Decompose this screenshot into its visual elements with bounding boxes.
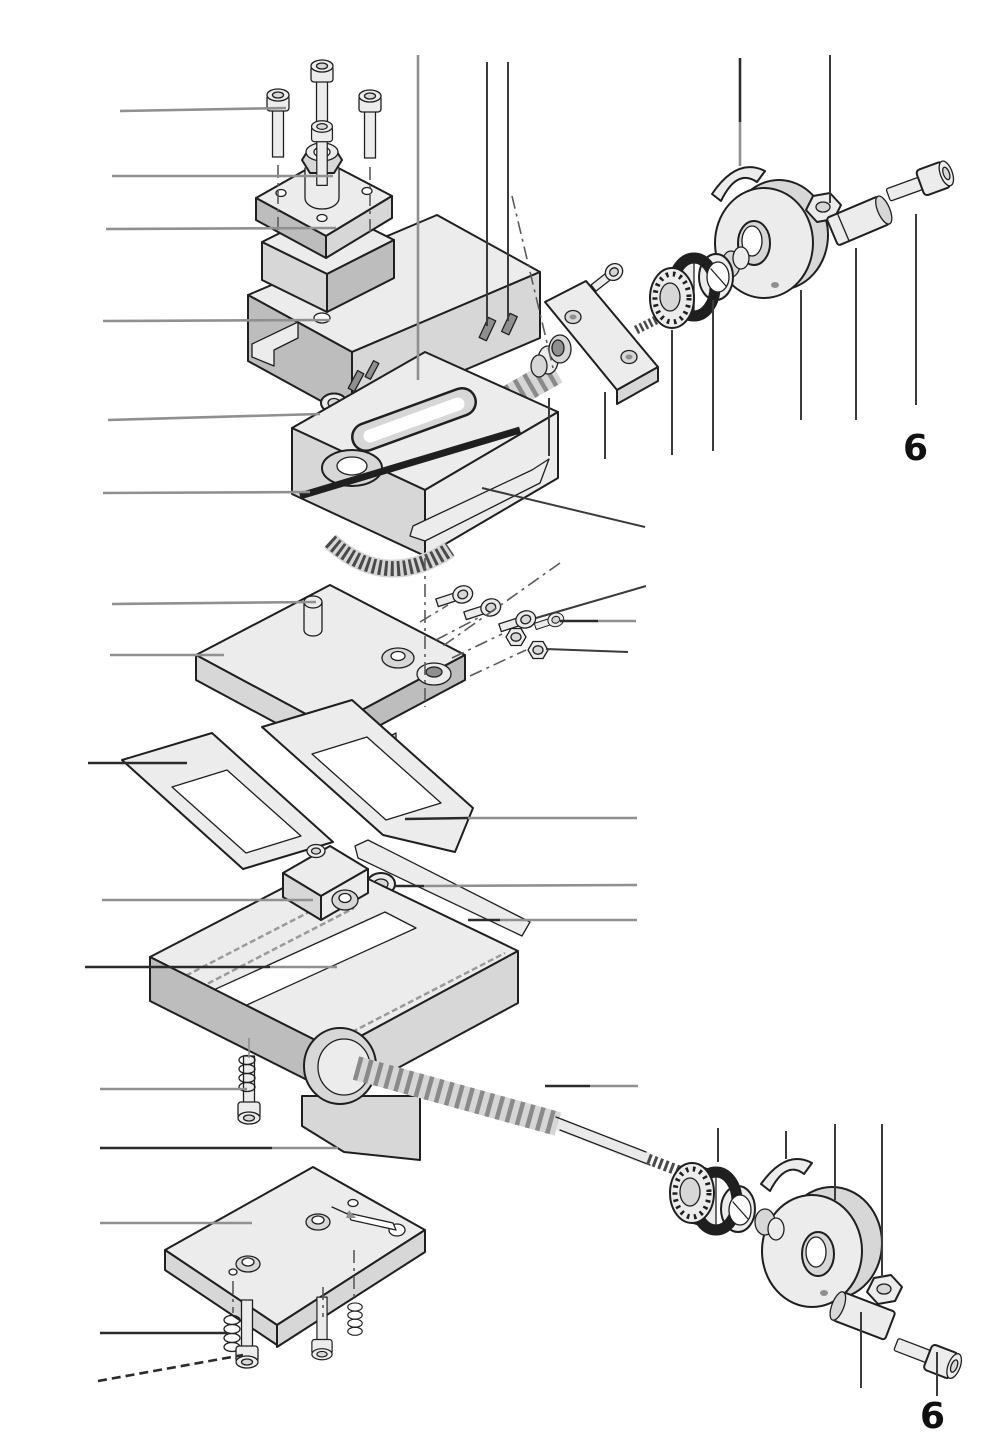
leader-lines-left: [85, 106, 338, 1383]
bracket-screw: [590, 262, 624, 292]
clamp-boss: [304, 167, 340, 210]
shaft-collars-lower: [754, 1208, 785, 1241]
gib-adjust-pins: [478, 312, 518, 342]
dovetail-groove: [298, 426, 522, 500]
part-label-6-upper: 6: [903, 428, 928, 469]
knurling: [672, 1166, 712, 1220]
handle-screw-lower: [893, 1338, 963, 1380]
handwheel-lower: [761, 1186, 883, 1308]
table-foot: [301, 1095, 421, 1161]
wiper-slot: [171, 769, 302, 854]
t-slot: [363, 397, 465, 443]
wiper-plate-left: [121, 732, 334, 870]
handle-sleeve-lower: [829, 1291, 896, 1341]
base-plate: [164, 1166, 426, 1348]
leadscrew-bearing-bracket: [544, 280, 659, 405]
micrometer-dial-upper: [649, 252, 734, 329]
tool-post-top-plate: [255, 142, 393, 259]
cross-slide-table: [149, 861, 519, 1161]
leader-lines-right: [394, 487, 647, 1088]
center-lines: [232, 165, 561, 1317]
handwheel-upper: [714, 179, 829, 299]
pivot-pin: [303, 601, 323, 637]
handle-sleeve-upper: [826, 195, 893, 246]
scale-sector: [323, 534, 456, 578]
knurling: [652, 271, 692, 325]
dovetail-notch: [251, 321, 299, 367]
tool-post-screws: [266, 59, 382, 187]
compound-slide-plate: [291, 351, 559, 557]
spring-washer-upper: [711, 166, 766, 202]
adjust-screws-nuts: [433, 582, 567, 660]
lock-hole: [313, 312, 331, 324]
nut-block: [282, 843, 369, 921]
hex-nut-lower: [866, 1274, 903, 1305]
wiper-slot: [311, 736, 442, 821]
part-label-6-lower: 6: [920, 1396, 945, 1437]
spring-washer-lower: [760, 1158, 813, 1192]
wiper-plate-right: [261, 699, 474, 853]
chip-guard-strip: [354, 839, 531, 937]
handle-screw-upper: [885, 160, 955, 202]
micrometer-dial-lower: [669, 1162, 756, 1236]
gib-strip: [409, 458, 550, 542]
leader-lines-vertical: [416, 55, 938, 1396]
